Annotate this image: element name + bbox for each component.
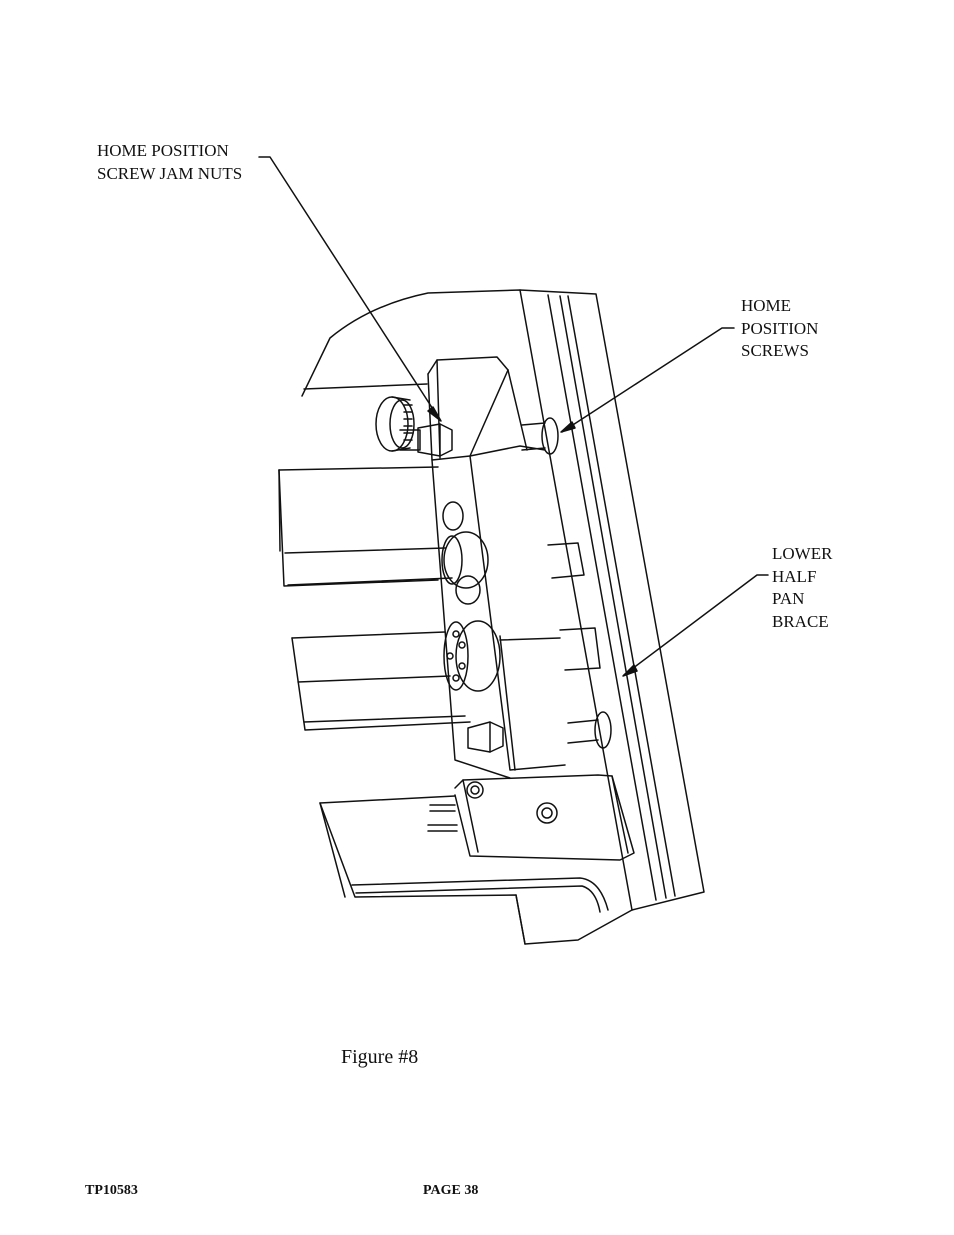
home-position-block (427, 356, 566, 779)
rail-upper (278, 466, 453, 587)
leader-jam-nuts (258, 156, 442, 422)
footer-document-id: TP10583 (85, 1183, 138, 1198)
rail-lower (319, 802, 609, 945)
bolt-lower (467, 721, 504, 753)
roller-middle (443, 620, 601, 692)
rail-middle (291, 631, 471, 731)
home-position-screw-lower (567, 711, 612, 749)
switch-bracket (427, 774, 635, 861)
footer-page-number: PAGE 38 (423, 1183, 479, 1198)
knurled-knob (375, 396, 415, 452)
pan-plate (301, 289, 705, 945)
jam-nut (399, 423, 453, 457)
leader-brace (622, 574, 769, 677)
figure-caption: Figure #8 (341, 1046, 419, 1068)
callout-home-position-screw-jam-nuts: HOME POSITION SCREW JAM NUTS (97, 141, 243, 183)
roller-upper (441, 501, 585, 605)
callout-home-position-screws: HOME POSITION SCREWS (741, 296, 819, 360)
home-position-screw-upper (521, 417, 559, 455)
callout-lower-half-pan-brace: LOWER HALF PAN BRACE (772, 544, 833, 631)
leader-screws (560, 327, 735, 433)
